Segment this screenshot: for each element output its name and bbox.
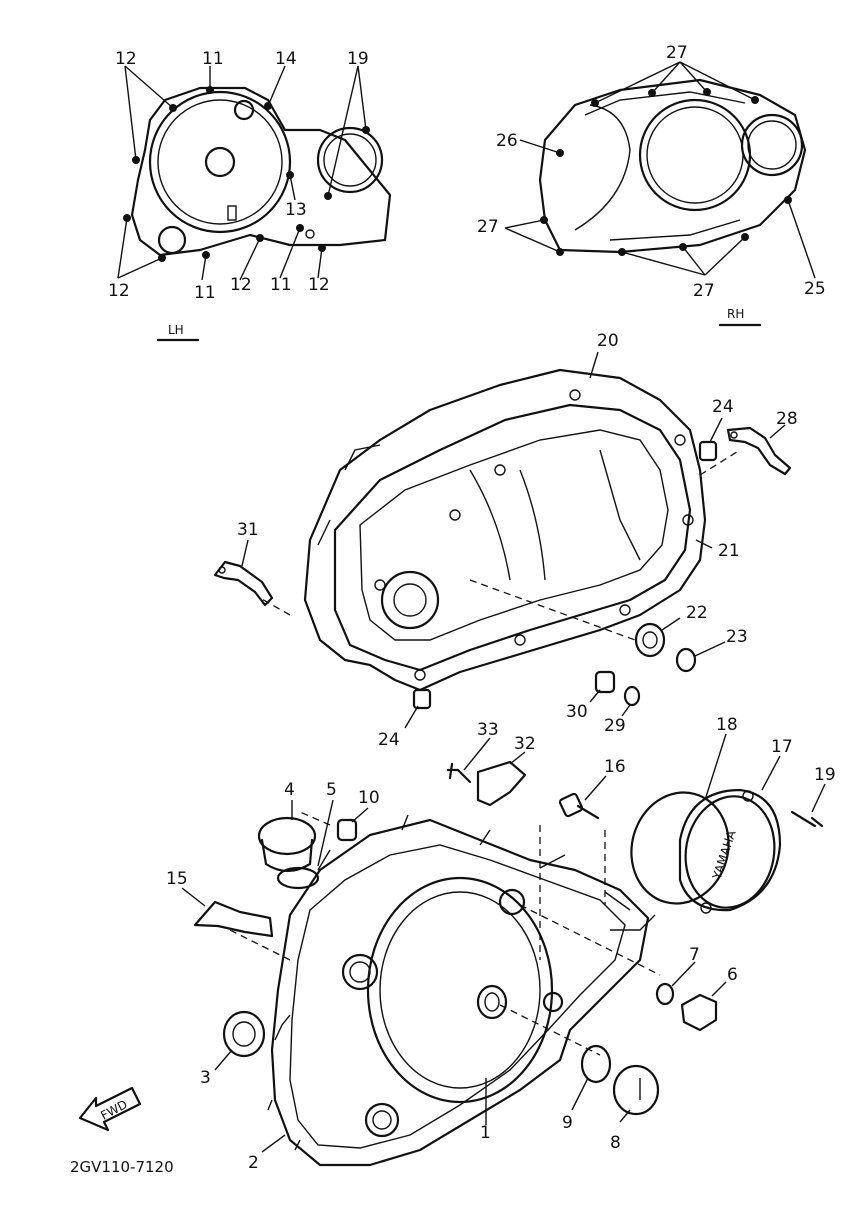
lh-label: LH [168, 323, 184, 337]
part-30-dowel [589, 670, 616, 703]
callout-14: 14 [275, 49, 297, 69]
callout-23: 23 [726, 627, 748, 647]
callout-5: 5 [326, 780, 337, 800]
callout-4: 4 [284, 780, 295, 800]
part-15-clamp [181, 887, 274, 938]
rh-cover-view [504, 61, 816, 327]
callout-12: 12 [308, 275, 330, 295]
diagram-code: 2GV110-7120 [70, 1158, 174, 1176]
callout-1: 1 [480, 1123, 491, 1143]
callout-32: 32 [514, 734, 536, 754]
callout-11: 11 [270, 275, 292, 295]
part-5-o-ring [276, 799, 334, 890]
callout-28: 28 [776, 409, 798, 429]
callout-19: 19 [347, 49, 369, 69]
callout-26: 26 [496, 131, 518, 151]
part-17-generator-cover: YAMAHA [678, 755, 782, 914]
part-9-o-ring [571, 1044, 612, 1111]
part-2-gasket [261, 1014, 301, 1153]
part-32-holder [476, 751, 527, 807]
callout-7: 7 [689, 945, 700, 965]
crankcase-cover [229, 811, 661, 1167]
part-18-o-ring [630, 733, 730, 905]
callout-16: 16 [604, 757, 626, 777]
callout-11: 11 [194, 283, 216, 303]
callout-8: 8 [610, 1133, 621, 1153]
callout-20: 20 [597, 331, 619, 351]
part-3-oil-seal [214, 1010, 266, 1071]
callout-12: 12 [230, 275, 252, 295]
part-23-circlip [675, 641, 726, 673]
callout-17: 17 [771, 737, 793, 757]
part-22-oil-seal [634, 617, 681, 658]
callout-27: 27 [477, 217, 499, 237]
lh-cover-view [117, 65, 392, 342]
callout-15: 15 [166, 869, 188, 889]
callout-33: 33 [477, 720, 499, 740]
callout-27: 27 [666, 43, 688, 63]
callout-12: 12 [115, 49, 137, 69]
callout-24: 24 [378, 730, 400, 750]
callout-25: 25 [804, 279, 826, 299]
cover-logo: YAMAHA [709, 828, 738, 882]
callout-18: 18 [716, 715, 738, 735]
callout-3: 3 [200, 1068, 211, 1088]
callout-29: 29 [604, 716, 626, 736]
forward-arrow-icon: FWD [78, 1086, 142, 1132]
rh-label: RH [727, 307, 744, 321]
part-7-gasket [655, 961, 696, 1006]
callout-31: 31 [237, 520, 259, 540]
part-6-plug [680, 981, 727, 1032]
callout-11: 11 [202, 49, 224, 69]
callout-13: 13 [285, 200, 307, 220]
callout-10: 10 [358, 788, 380, 808]
callout-21: 21 [718, 541, 740, 561]
part-28-bracket [726, 424, 792, 476]
part-24-dowel-bottom [404, 688, 432, 729]
callout-22: 22 [686, 603, 708, 623]
part-33-screw [446, 737, 491, 784]
part-16-bolt [558, 775, 607, 820]
callout-27: 27 [693, 281, 715, 301]
callout-30: 30 [566, 702, 588, 722]
part-29-o-ring [621, 685, 641, 717]
callout-24: 24 [712, 397, 734, 417]
callout-12: 12 [108, 281, 130, 301]
part-31-bracket [213, 539, 274, 607]
callout-19: 19 [814, 765, 836, 785]
fwd-label: FWD [98, 1097, 129, 1123]
part-4-filler-cap [257, 800, 317, 873]
part-8-plug [612, 1064, 660, 1123]
callout-6: 6 [727, 965, 738, 985]
callout-9: 9 [562, 1113, 573, 1133]
part-19-screw [790, 783, 826, 828]
crankcase [259, 351, 741, 692]
callout-2: 2 [248, 1153, 259, 1173]
part-24-dowel-top [698, 417, 723, 462]
part-10-dowel [336, 807, 369, 842]
